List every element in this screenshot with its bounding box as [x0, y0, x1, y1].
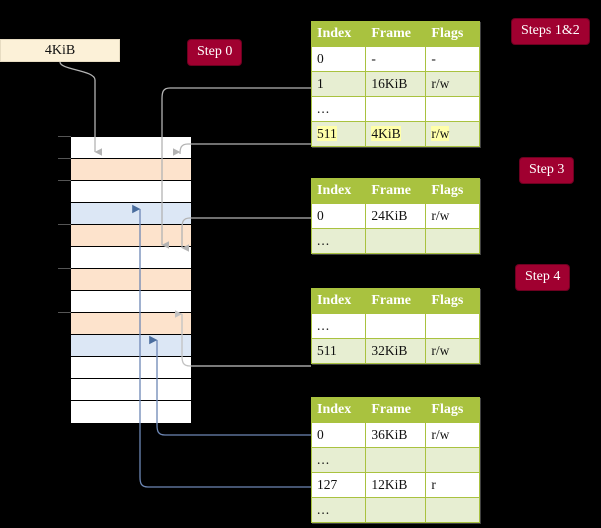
cell-flags: r/w: [425, 338, 480, 364]
cell-frame: [365, 313, 427, 339]
cell-frame: [365, 447, 427, 473]
table-row: ...: [310, 447, 480, 473]
virtual-address-box: 4KiB: [0, 39, 120, 62]
memory-row-tick: [58, 136, 71, 137]
column-header-frame: Frame: [365, 397, 427, 423]
cell-index: 127: [310, 472, 367, 498]
memory-frame-row: [71, 181, 191, 203]
cell-flags: r: [425, 472, 480, 498]
memory-frame-row: [71, 159, 191, 181]
cell-frame: 4KiB: [365, 121, 427, 147]
memory-frame-row: [71, 313, 191, 335]
memory-frame-row: [71, 401, 191, 423]
cell-index: 0: [310, 422, 367, 448]
cell-flags: [425, 96, 480, 122]
memory-row-tick: [58, 180, 71, 181]
wire-step3-table2-to-memory: [181, 217, 311, 252]
cell-flags: -: [425, 46, 480, 72]
cell-frame: -: [365, 46, 427, 72]
memory-frame-row: [71, 335, 191, 357]
cell-flags: [425, 313, 480, 339]
memory-frame-row: [71, 137, 191, 159]
column-header-flags: Flags: [425, 178, 480, 204]
cell-frame: 12KiB: [365, 472, 427, 498]
column-header-frame: Frame: [365, 21, 427, 47]
cell-flags: [425, 228, 480, 254]
cell-index: 1: [310, 71, 367, 97]
table-row: ...: [310, 497, 480, 523]
cell-frame: [365, 497, 427, 523]
memory-frame-row: [71, 225, 191, 247]
table-row: ...: [310, 228, 480, 254]
memory-frame-row: [71, 247, 191, 269]
cell-frame: [365, 228, 427, 254]
wire-step2-table1-511-to-memory: [173, 143, 311, 156]
cell-index: ...: [310, 228, 367, 254]
step-badge-step-4: Step 4: [516, 265, 570, 290]
memory-frame-row: [71, 357, 191, 379]
column-header-frame: Frame: [365, 288, 427, 314]
cell-frame: 32KiB: [365, 338, 427, 364]
cell-flags: [425, 447, 480, 473]
column-header-index: Index: [310, 21, 367, 47]
column-header-flags: Flags: [425, 397, 480, 423]
step-badge-steps-1-2: Steps 1&2: [512, 19, 589, 44]
cell-frame: [365, 96, 427, 122]
column-header-flags: Flags: [425, 288, 480, 314]
column-header-index: Index: [310, 288, 367, 314]
cell-flags: r/w: [425, 422, 480, 448]
virtual-address-label: 4KiB: [44, 42, 76, 58]
cell-index: ...: [310, 447, 367, 473]
wire-step4-table3-to-memory: [175, 310, 311, 367]
cell-index: ...: [310, 313, 367, 339]
physical-memory-column: [70, 136, 191, 423]
cell-frame: 16KiB: [365, 71, 427, 97]
cell-index: 0: [310, 46, 367, 72]
memory-frame-row: [71, 291, 191, 313]
cell-flags: [425, 497, 480, 523]
cell-index: ...: [310, 497, 367, 523]
step-badge-step-0: Step 0: [188, 40, 242, 65]
table-row: ...: [310, 96, 480, 122]
column-header-flags: Flags: [425, 21, 480, 47]
cell-index: ...: [310, 96, 367, 122]
memory-frame-row: [71, 269, 191, 291]
memory-row-tick: [58, 268, 71, 269]
memory-frame-row: [71, 379, 191, 401]
cell-index: 511: [310, 338, 367, 364]
cell-index: 0: [310, 203, 367, 229]
table-row: ...: [310, 313, 480, 339]
cell-frame: 36KiB: [365, 422, 427, 448]
column-header-index: Index: [310, 397, 367, 423]
memory-frame-row: [71, 203, 191, 225]
memory-row-tick: [58, 312, 71, 313]
column-header-index: Index: [310, 178, 367, 204]
table-row: 0--: [310, 46, 480, 72]
step-badge-step-3: Step 3: [520, 158, 574, 183]
cell-flags: r/w: [425, 121, 480, 147]
memory-row-tick: [58, 224, 71, 225]
memory-row-tick: [58, 158, 71, 159]
column-header-frame: Frame: [365, 178, 427, 204]
cell-frame: 24KiB: [365, 203, 427, 229]
cell-index: 511: [310, 121, 367, 147]
cell-flags: r/w: [425, 71, 480, 97]
cell-flags: r/w: [425, 203, 480, 229]
